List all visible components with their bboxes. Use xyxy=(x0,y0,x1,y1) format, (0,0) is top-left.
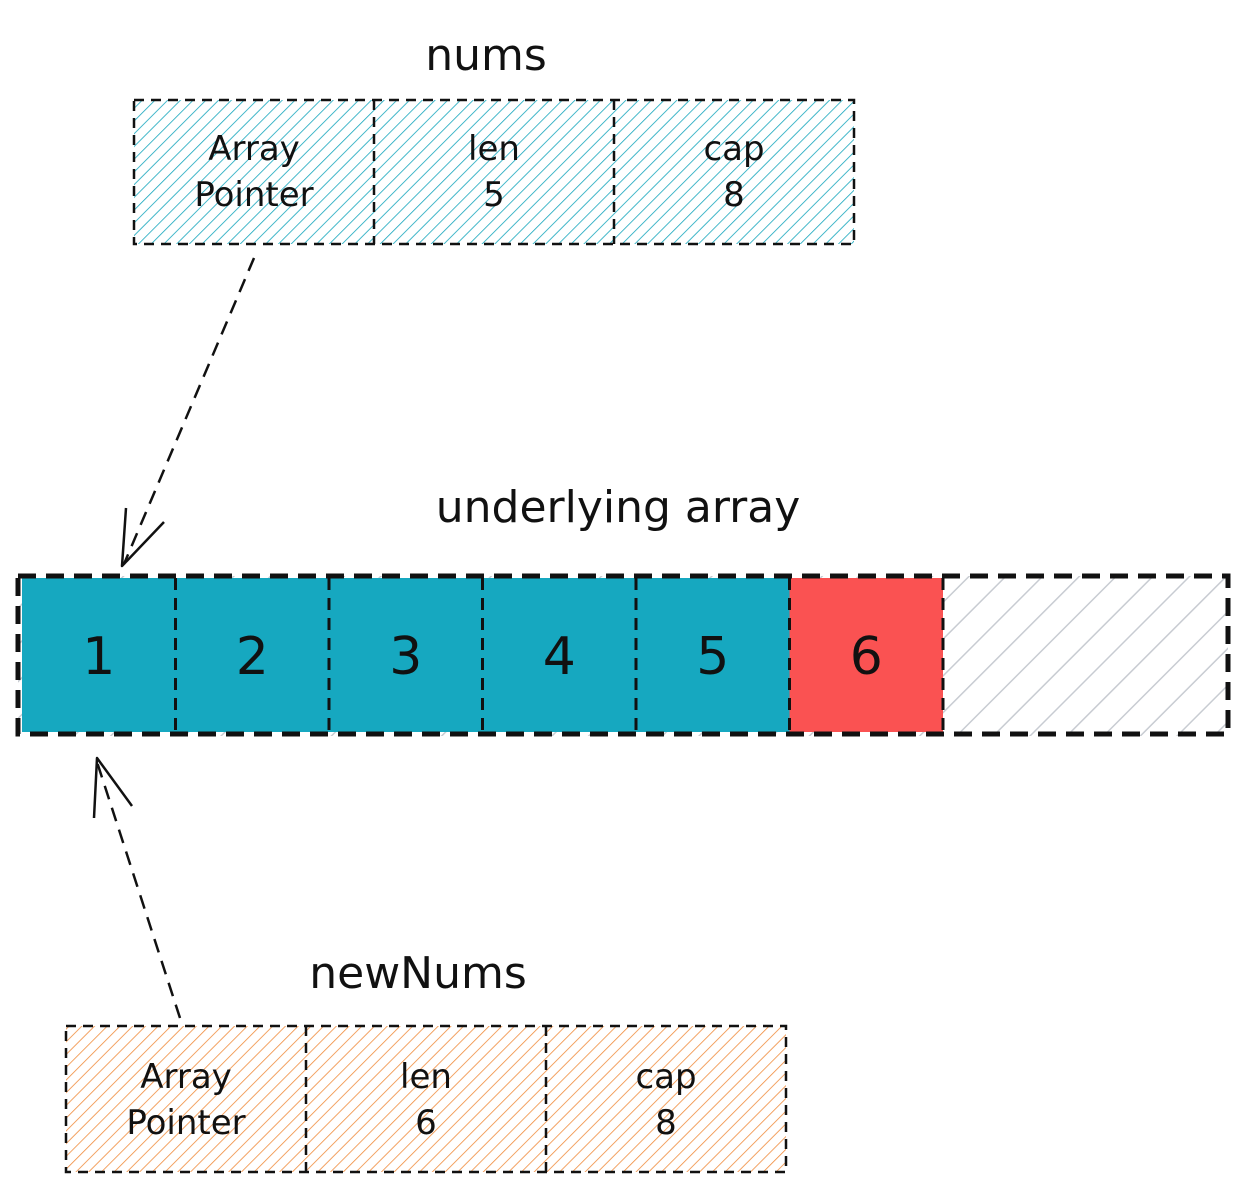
newnums-title: newNums xyxy=(309,948,527,999)
newnums-field-label: Array xyxy=(140,1057,232,1097)
array-cell-label: 2 xyxy=(236,627,269,687)
newnums-field-cap: cap 8 xyxy=(635,1057,696,1143)
array-cell-label: 1 xyxy=(82,627,115,687)
array-cell xyxy=(175,578,329,732)
nums-field-value: 8 xyxy=(723,175,745,215)
nums-field-array-pointer: Array Pointer xyxy=(194,129,313,215)
newnums-field-label: Pointer xyxy=(126,1103,245,1143)
nums-field-label: Array xyxy=(208,129,300,169)
underlying-array-title: underlying array xyxy=(436,482,801,533)
array-cell-label: 4 xyxy=(543,627,576,687)
array-outer-border xyxy=(15,573,1231,737)
newnums-pointer-arrow xyxy=(92,756,182,1019)
underlying-array: underlying array 1 2 3 4 5 6 xyxy=(15,482,1231,737)
newnums-struct-fill xyxy=(66,1026,786,1172)
nums-field-label: Pointer xyxy=(194,175,313,215)
newnums-field-value: 6 xyxy=(415,1103,437,1143)
newnums-struct: newNums Array Pointer len 6 cap 8 xyxy=(64,948,788,1174)
array-cell xyxy=(789,578,943,732)
nums-pointer-arrow xyxy=(120,257,256,568)
nums-field-label: cap xyxy=(703,129,764,169)
array-cell-label: 6 xyxy=(850,627,883,687)
array-cells: 1 2 3 4 5 6 xyxy=(22,578,943,732)
newnums-field-value: 8 xyxy=(655,1103,677,1143)
newnums-field-label: cap xyxy=(635,1057,696,1097)
nums-field-label: len xyxy=(468,129,520,169)
array-cell xyxy=(482,578,636,732)
nums-field-value: 5 xyxy=(483,175,505,215)
nums-title: nums xyxy=(425,30,547,81)
newnums-struct-border xyxy=(64,1024,788,1174)
array-cell-dividers xyxy=(174,578,945,732)
nums-struct-border xyxy=(132,98,856,246)
nums-field-cap: cap 8 xyxy=(703,129,764,215)
newnums-field-len: len 6 xyxy=(400,1057,452,1143)
array-cell-label: 3 xyxy=(389,627,422,687)
nums-struct: nums Array Pointer len 5 cap 8 xyxy=(132,30,856,246)
array-cell xyxy=(636,578,790,732)
array-cell-label: 5 xyxy=(696,627,729,687)
nums-field-len: len 5 xyxy=(468,129,520,215)
newnums-field-label: len xyxy=(400,1057,452,1097)
nums-struct-fill xyxy=(134,100,854,244)
array-cell xyxy=(22,578,176,732)
array-cell xyxy=(329,578,483,732)
newnums-field-array-pointer: Array Pointer xyxy=(126,1057,245,1143)
